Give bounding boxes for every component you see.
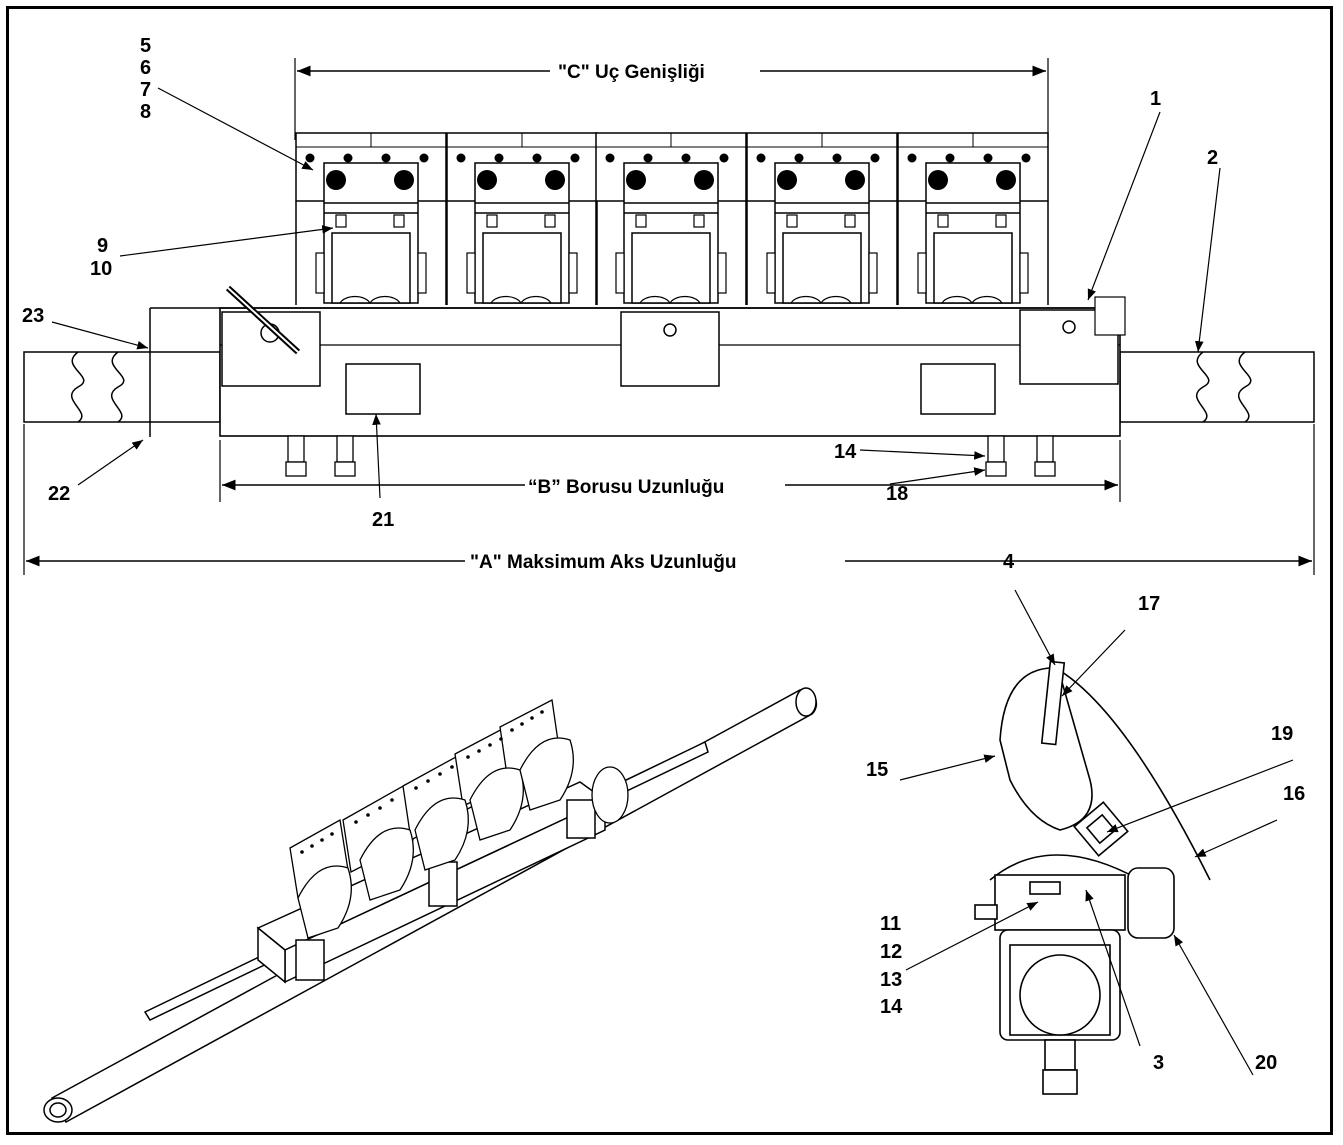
axle-left	[23, 351, 221, 423]
dimension-b-label: “B” Borusu Uzunluğu	[528, 477, 724, 498]
callout-14-side: 14	[880, 996, 903, 1018]
callout-17: 17	[1138, 593, 1160, 615]
callout-21: 21	[372, 509, 394, 531]
callout-11: 11	[880, 913, 901, 935]
callout-13: 13	[880, 969, 902, 991]
isometric-view	[43, 687, 818, 1124]
callout-14: 14	[834, 441, 857, 463]
callout-19: 19	[1271, 723, 1293, 745]
callout-3: 3	[1153, 1052, 1164, 1074]
callout-16: 16	[1283, 783, 1305, 805]
drawing-frame	[6, 6, 1333, 1135]
callout-9: 9	[97, 235, 108, 257]
callout-6: 6	[140, 57, 151, 79]
callout-2: 2	[1207, 147, 1218, 169]
callout-18: 18	[886, 483, 908, 505]
callout-12: 12	[880, 941, 902, 963]
side-view	[974, 660, 1211, 1095]
callout-10: 10	[90, 258, 112, 280]
axle-right	[1119, 351, 1315, 423]
callout-4: 4	[1003, 551, 1015, 573]
callout-20: 20	[1255, 1052, 1277, 1074]
callout-15: 15	[866, 759, 888, 781]
front-view	[23, 58, 1315, 575]
dimension-a-label: "A" Maksimum Aks Uzunluğu	[470, 552, 736, 573]
callout-5: 5	[140, 35, 151, 57]
dimension-c-label: "C" Uç Genişliği	[558, 62, 705, 83]
callout-8: 8	[140, 101, 151, 123]
callout-7: 7	[140, 79, 151, 101]
callout-23: 23	[22, 305, 44, 327]
callout-22: 22	[48, 483, 70, 505]
callout-1: 1	[1150, 88, 1161, 110]
